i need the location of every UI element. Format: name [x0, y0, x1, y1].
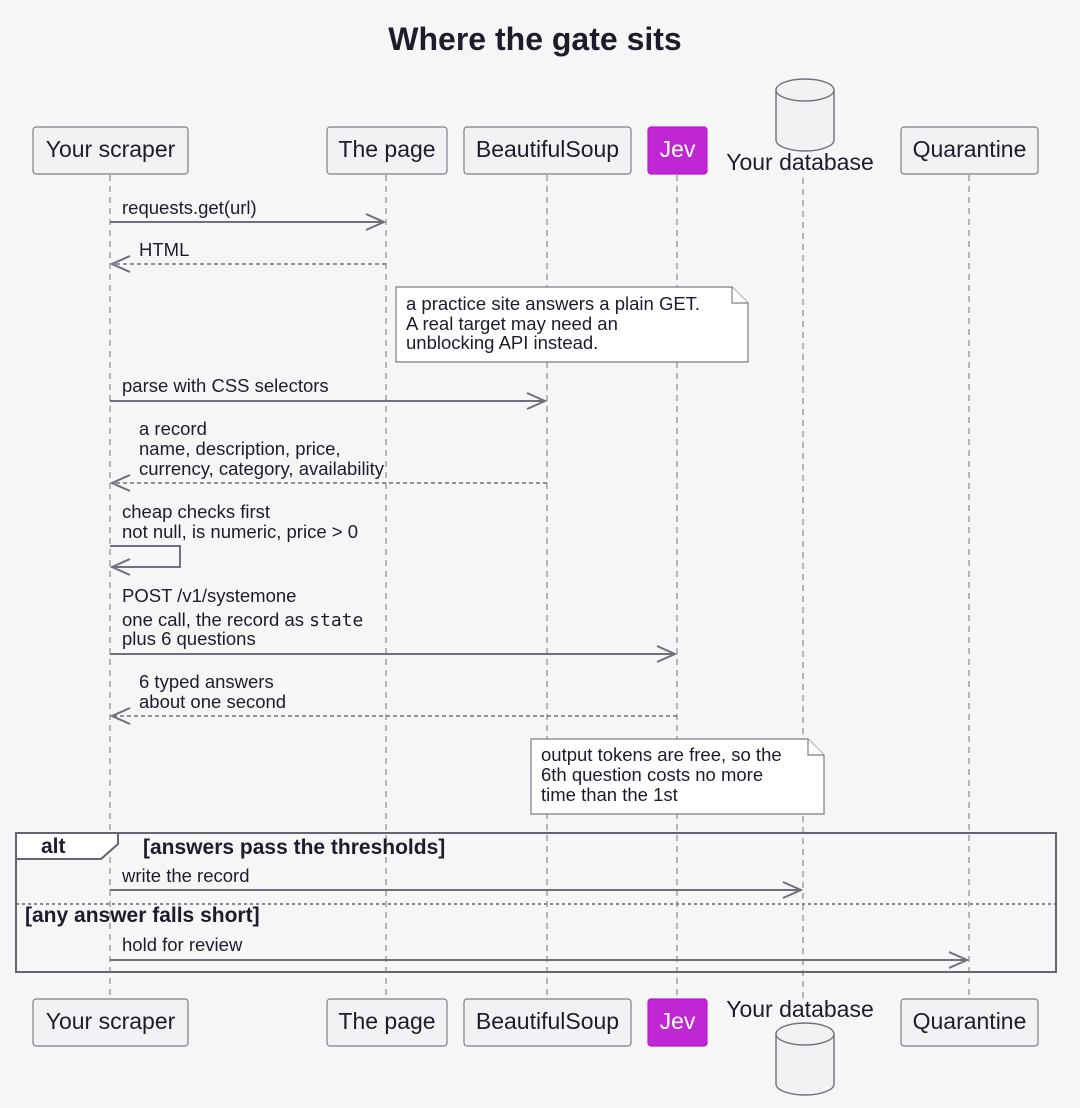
arrowhead-icon [656, 645, 678, 663]
participant-scraper-label: Your scraper [46, 136, 176, 162]
alt-guard-pass: [answers pass the thresholds] [143, 836, 445, 859]
participant-soup-bottom: BeautifulSoup [463, 998, 632, 1047]
diagram-title: Where the gate sits [388, 21, 681, 57]
note-tokens-line-2: 6th question costs no more [541, 764, 763, 785]
participant-db-label: Your database [726, 149, 874, 175]
participant-quarantine-bottom-label: Quarantine [913, 1008, 1027, 1034]
participants-bottom: Your scraper The page BeautifulSoup Jev … [32, 996, 1039, 1096]
participant-db: Your database [726, 78, 874, 175]
message-record: a record name, description, price, curre… [109, 418, 547, 492]
participant-jev-bottom-label: Jev [660, 1008, 696, 1034]
participants-top: Your scraper The page BeautifulSoup Jev … [32, 78, 1039, 175]
message-record-line-2: name, description, price, [139, 438, 341, 459]
alt-guard-fail: [any answer falls short] [25, 904, 260, 927]
participant-quarantine-label: Quarantine [913, 136, 1027, 162]
participant-jev-bottom: Jev [647, 998, 708, 1047]
message-checks-line-1: cheap checks first [122, 501, 270, 522]
message-post-line-2: one call, the record as state [122, 609, 363, 631]
participant-soup-bottom-label: BeautifulSoup [476, 1008, 619, 1034]
participant-jev-label: Jev [660, 136, 696, 162]
arrowhead-icon [109, 474, 131, 492]
message-checks-line-2: not null, is numeric, price > 0 [122, 521, 358, 542]
note-output-tokens: output tokens are free, so the 6th quest… [530, 738, 825, 815]
participant-scraper: Your scraper [32, 126, 189, 175]
participant-page-bottom-label: The page [338, 1008, 435, 1034]
arrowhead-icon [526, 392, 548, 410]
message-record-line-3: currency, category, availability [139, 458, 385, 479]
arrowhead-icon [109, 707, 131, 725]
participant-quarantine-bottom: Quarantine [900, 998, 1039, 1047]
participant-soup-label: BeautifulSoup [476, 136, 619, 162]
message-parse-label: parse with CSS selectors [122, 375, 329, 396]
note-practice-line-1: a practice site answers a plain GET. [406, 293, 700, 314]
message-write-label: write the record [121, 865, 250, 886]
participant-quarantine: Quarantine [900, 126, 1039, 175]
note-practice-line-2: A real target may need an [406, 313, 618, 334]
message-post-line-1: POST /v1/systemone [122, 585, 296, 606]
note-tokens-line-1: output tokens are free, so the [541, 744, 782, 765]
alt-label: alt [41, 835, 66, 858]
message-post: POST /v1/systemone one call, the record … [110, 585, 678, 663]
participant-scraper-bottom-label: Your scraper [46, 1008, 176, 1034]
participant-page: The page [326, 126, 448, 175]
message-write: write the record [110, 865, 804, 899]
note-practice-line-3: unblocking API instead. [406, 332, 598, 353]
message-parse: parse with CSS selectors [110, 375, 548, 410]
arrowhead-icon [365, 213, 387, 231]
message-post-line-3: plus 6 questions [122, 628, 256, 649]
arrowhead-icon [782, 881, 804, 899]
message-html: HTML [109, 239, 386, 273]
database-icon [775, 78, 835, 152]
message-hold-label: hold for review [122, 934, 243, 955]
message-cheap-checks: cheap checks first not null, is numeric,… [109, 501, 358, 576]
participant-page-bottom: The page [326, 998, 448, 1047]
participant-db-bottom-label: Your database [726, 996, 874, 1022]
note-tokens-line-3: time than the 1st [541, 784, 678, 805]
note-practice-site: a practice site answers a plain GET. A r… [395, 286, 749, 363]
message-answers: 6 typed answers about one second [109, 671, 677, 725]
participant-page-label: The page [338, 136, 435, 162]
arrowhead-icon [109, 255, 131, 273]
message-answers-line-1: 6 typed answers [139, 671, 274, 692]
participant-scraper-bottom: Your scraper [32, 998, 189, 1047]
participant-jev: Jev [647, 126, 708, 175]
message-answers-line-2: about one second [139, 691, 286, 712]
database-icon [775, 1022, 835, 1096]
arrowhead-icon [948, 951, 970, 969]
message-request: requests.get(url) [110, 197, 387, 231]
message-record-line-1: a record [139, 418, 207, 439]
participant-soup: BeautifulSoup [463, 126, 632, 175]
message-request-label: requests.get(url) [122, 197, 257, 218]
participant-db-bottom: Your database [726, 996, 874, 1096]
message-html-label: HTML [139, 239, 189, 260]
arrowhead-icon [109, 558, 131, 576]
alt-frame: alt [answers pass the thresholds] [any a… [15, 832, 1057, 973]
message-hold: hold for review [110, 934, 970, 969]
